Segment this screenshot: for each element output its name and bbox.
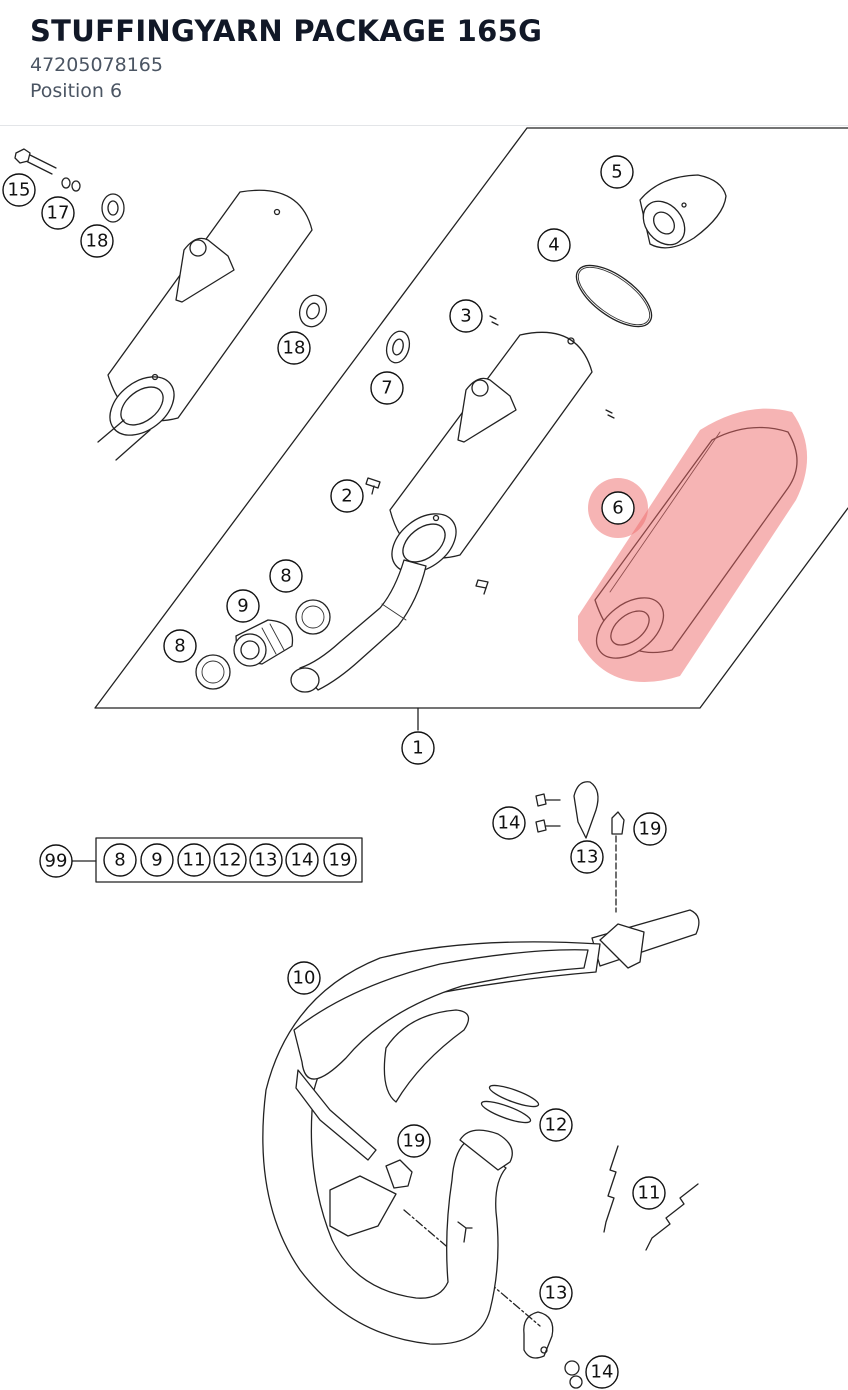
svg-text:18: 18	[283, 338, 306, 359]
kit-item-9[interactable]: 9	[140, 843, 174, 877]
kit-box	[71, 837, 363, 883]
svg-text:1: 1	[412, 738, 423, 759]
svg-text:99: 99	[45, 851, 68, 872]
callout-3[interactable]: 3	[449, 299, 483, 333]
svg-text:8: 8	[114, 850, 125, 871]
svg-text:11: 11	[638, 1183, 661, 1204]
svg-text:15: 15	[8, 180, 31, 201]
part-number: 47205078165	[30, 54, 163, 76]
kit-item-14[interactable]: 14	[285, 843, 319, 877]
kit-callout-list: 8 9 11 12 13 14 19	[103, 843, 357, 877]
svg-text:5: 5	[611, 162, 622, 183]
callout-19[interactable]: 19	[397, 1124, 431, 1158]
callout-12[interactable]: 12	[539, 1108, 573, 1142]
kit-item-12[interactable]: 12	[213, 843, 247, 877]
callout-1[interactable]: 1	[401, 731, 435, 765]
svg-text:14: 14	[498, 813, 521, 834]
svg-text:3: 3	[460, 306, 471, 327]
callout-13[interactable]: 13	[570, 840, 604, 874]
callout-6[interactable]: 6	[601, 491, 635, 525]
svg-text:9: 9	[237, 596, 248, 617]
svg-text:19: 19	[329, 850, 352, 871]
callout-18[interactable]: 18	[277, 331, 311, 365]
svg-text:11: 11	[183, 850, 206, 871]
mounting-hardware	[403, 781, 699, 1389]
svg-text:8: 8	[280, 566, 291, 587]
svg-text:9: 9	[151, 850, 162, 871]
callout-99[interactable]: 99	[39, 844, 73, 878]
svg-text:13: 13	[576, 847, 599, 868]
svg-text:10: 10	[293, 968, 316, 989]
svg-text:12: 12	[219, 850, 242, 871]
svg-text:4: 4	[548, 235, 559, 256]
callout-15[interactable]: 15	[2, 173, 36, 207]
callout-19[interactable]: 19	[633, 812, 667, 846]
svg-text:14: 14	[591, 1362, 614, 1383]
callout-9[interactable]: 9	[226, 589, 260, 623]
callout-11[interactable]: 11	[632, 1176, 666, 1210]
callout-2[interactable]: 2	[330, 479, 364, 513]
callout-7[interactable]: 7	[370, 371, 404, 405]
callout-4[interactable]: 4	[537, 228, 571, 262]
page-header: STUFFINGYARN PACKAGE 165G 47205078165 Po…	[0, 0, 848, 126]
svg-text:13: 13	[255, 850, 278, 871]
callout-17[interactable]: 17	[41, 196, 75, 230]
silencer-group-frame	[94, 127, 848, 709]
highlight-overlay	[578, 408, 808, 683]
svg-text:14: 14	[291, 850, 314, 871]
callout-8[interactable]: 8	[163, 629, 197, 663]
callout-8[interactable]: 8	[269, 559, 303, 593]
svg-text:17: 17	[47, 203, 70, 224]
svg-text:2: 2	[341, 486, 352, 507]
callout-18[interactable]: 18	[80, 224, 114, 258]
svg-text:19: 19	[639, 819, 662, 840]
callout-14[interactable]: 14	[585, 1355, 619, 1389]
svg-text:8: 8	[174, 636, 185, 657]
svg-text:18: 18	[86, 231, 109, 252]
callout-10[interactable]: 10	[287, 961, 321, 995]
svg-text:19: 19	[403, 1131, 426, 1152]
kit-item-11[interactable]: 11	[177, 843, 211, 877]
kit-item-19[interactable]: 19	[323, 843, 357, 877]
silencer-installed-view	[14, 148, 328, 461]
svg-text:12: 12	[545, 1115, 568, 1136]
callout-13[interactable]: 13	[539, 1276, 573, 1310]
part-title: STUFFINGYARN PACKAGE 165G	[30, 14, 543, 48]
kit-item-13[interactable]: 13	[249, 843, 283, 877]
exhaust-pipe-and-guard	[262, 909, 700, 1345]
kit-item-8[interactable]: 8	[103, 843, 137, 877]
svg-text:13: 13	[545, 1283, 568, 1304]
svg-text:7: 7	[381, 378, 392, 399]
svg-text:6: 6	[612, 498, 623, 519]
part-position: Position 6	[30, 80, 123, 102]
callout-5[interactable]: 5	[600, 155, 634, 189]
callout-14[interactable]: 14	[492, 806, 526, 840]
